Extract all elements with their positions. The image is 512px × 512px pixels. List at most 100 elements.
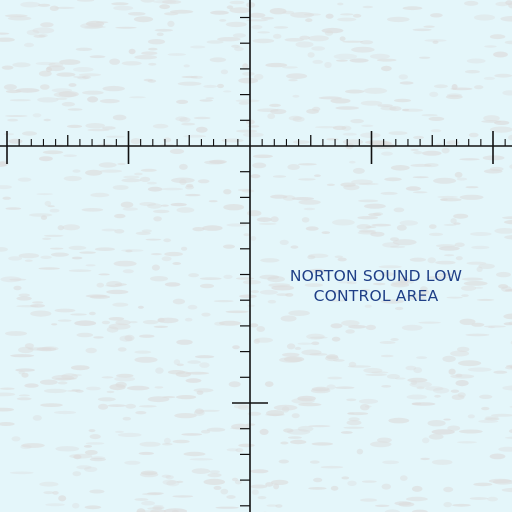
texture-blot — [115, 319, 131, 326]
texture-blot — [483, 169, 503, 174]
texture-blot — [3, 84, 17, 91]
texture-blot — [337, 257, 347, 262]
texture-blot — [68, 83, 77, 87]
texture-blot — [330, 323, 343, 329]
texture-blot — [114, 229, 125, 234]
texture-blot — [162, 396, 176, 399]
texture-blot — [139, 441, 161, 447]
texture-blot — [320, 465, 344, 469]
texture-blot — [427, 420, 446, 427]
texture-blot — [123, 175, 140, 179]
texture-blot — [332, 219, 355, 226]
texture-blot — [454, 171, 463, 178]
texture-blot — [358, 229, 376, 233]
texture-blot — [388, 417, 410, 424]
texture-blot — [308, 268, 328, 274]
area-label-line-1: NORTON SOUND LOW — [289, 267, 463, 285]
texture-blot — [134, 172, 143, 176]
texture-blot — [185, 371, 209, 375]
texture-blot — [146, 181, 157, 185]
texture-blot — [425, 386, 444, 391]
texture-blot — [508, 429, 512, 434]
texture-blot — [106, 390, 115, 394]
texture-blot — [87, 96, 99, 103]
texture-blot — [257, 496, 267, 500]
texture-blot — [398, 502, 415, 507]
texture-blot — [113, 5, 134, 11]
texture-blot — [251, 290, 259, 294]
texture-blot — [140, 168, 157, 172]
texture-blot — [112, 114, 127, 121]
texture-blot — [0, 185, 12, 190]
texture-blot — [46, 65, 65, 72]
texture-blot — [447, 425, 461, 431]
texture-blot — [256, 217, 272, 223]
texture-blot — [160, 204, 169, 207]
texture-blot — [361, 124, 374, 128]
texture-blot — [305, 226, 319, 231]
texture-blot — [209, 470, 220, 474]
texture-blot — [210, 10, 229, 15]
texture-blot — [233, 404, 248, 409]
texture-blot — [346, 281, 357, 285]
texture-blot — [429, 91, 439, 98]
texture-blot — [122, 269, 134, 274]
texture-blot — [141, 500, 156, 506]
texture-blot — [390, 282, 410, 288]
texture-blot — [176, 207, 195, 213]
texture-blot — [24, 259, 33, 262]
texture-blot — [409, 381, 433, 388]
texture-blot — [16, 305, 38, 308]
texture-blot — [312, 106, 321, 112]
texture-blot — [128, 48, 136, 55]
texture-blot — [119, 335, 133, 342]
texture-blot — [483, 325, 506, 328]
texture-blot — [89, 434, 101, 440]
texture-blot — [84, 25, 106, 29]
texture-blot — [134, 350, 152, 354]
texture-blot — [365, 324, 376, 331]
texture-blot — [162, 0, 182, 5]
texture-blot — [484, 45, 497, 48]
texture-blot — [418, 56, 431, 59]
texture-blot — [162, 479, 177, 485]
texture-blot — [87, 128, 110, 132]
texture-blot — [342, 40, 364, 43]
texture-blot — [57, 225, 64, 231]
texture-blot — [54, 410, 77, 415]
texture-blot — [73, 454, 82, 460]
texture-blot — [79, 251, 96, 254]
texture-blot — [242, 280, 261, 285]
texture-blot — [325, 13, 334, 19]
texture-blot — [421, 114, 438, 117]
texture-blot — [469, 497, 489, 500]
texture-blot — [396, 224, 407, 231]
texture-blot — [290, 245, 299, 249]
texture-blot — [298, 402, 322, 407]
texture-blot — [148, 47, 158, 51]
texture-blot — [71, 365, 90, 371]
texture-blot — [98, 162, 117, 168]
texture-blot — [377, 104, 393, 108]
texture-blot — [102, 85, 125, 92]
texture-blot — [40, 84, 50, 90]
texture-blot — [301, 217, 310, 223]
texture-blot — [378, 271, 395, 277]
texture-blot — [488, 478, 512, 484]
texture-blot — [140, 0, 155, 3]
texture-blot — [124, 334, 135, 342]
texture-blot — [71, 389, 81, 392]
texture-blot — [311, 442, 334, 446]
texture-blot — [411, 402, 436, 406]
texture-blot — [175, 371, 192, 378]
texture-blot — [38, 267, 60, 270]
texture-blot — [4, 14, 28, 18]
texture-blot — [98, 273, 110, 276]
texture-blot — [352, 13, 362, 18]
texture-blot — [197, 179, 210, 184]
texture-blot — [242, 63, 249, 69]
texture-blot — [73, 67, 94, 72]
texture-blot — [117, 432, 142, 437]
texture-blot — [10, 354, 35, 358]
